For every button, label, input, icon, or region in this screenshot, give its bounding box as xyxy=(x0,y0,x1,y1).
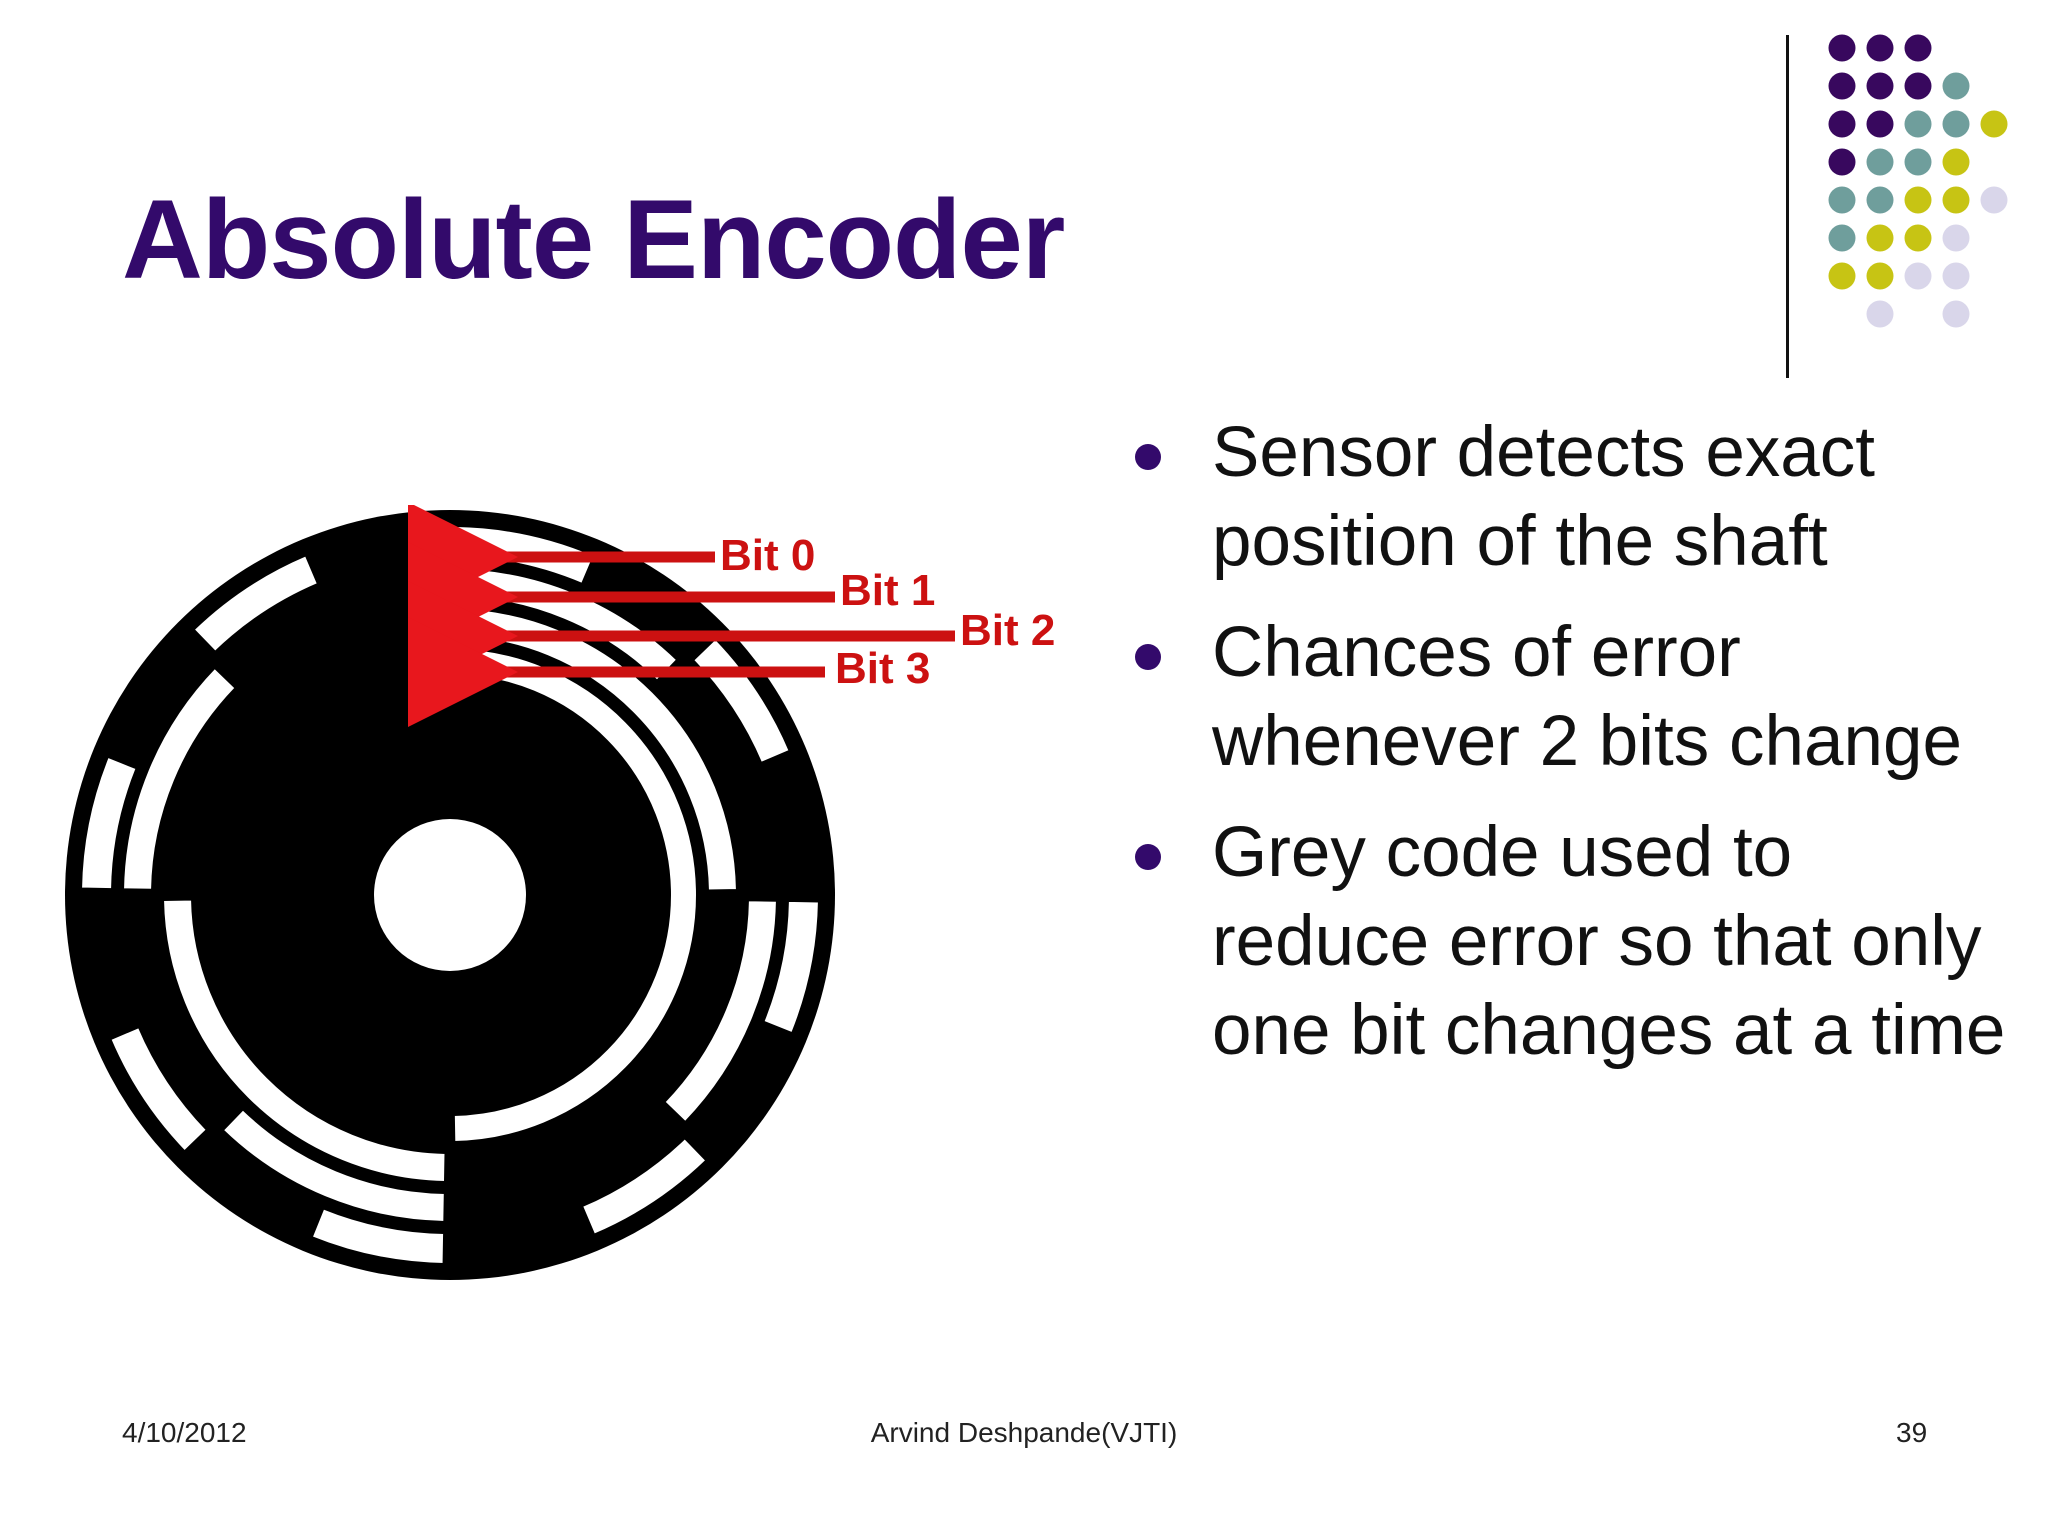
decorative-dot xyxy=(1904,186,1932,214)
decorative-dot xyxy=(1980,110,2008,138)
decorative-dot xyxy=(1828,186,1856,214)
encoder-track-segment xyxy=(452,647,698,1143)
decorative-dot xyxy=(1866,72,1894,100)
decorative-divider xyxy=(1786,35,1789,378)
bullet-dot-icon xyxy=(1135,844,1161,870)
decorative-dot xyxy=(1942,262,1970,290)
bullet-item: Grey code used to reduce error so that o… xyxy=(1130,808,2010,1075)
decorative-dot xyxy=(1828,34,1856,62)
footer-author: Arvind Deshpande(VJTI) xyxy=(870,1417,1178,1448)
bullet-dot-icon xyxy=(1135,444,1161,470)
encoder-track-segment xyxy=(221,1107,446,1223)
encoder-track-segment xyxy=(122,666,238,891)
bit-label: Bit 2 xyxy=(960,606,1055,655)
bullet-list: Sensor detects exact position of the sha… xyxy=(1130,408,2010,1097)
encoder-track-segment xyxy=(580,1136,708,1236)
decorative-dot xyxy=(1866,110,1894,138)
decorative-dot xyxy=(1904,72,1932,100)
bullet-dot-icon xyxy=(1135,644,1161,670)
decorative-dot xyxy=(1904,34,1932,62)
bullet-text: Grey code used to reduce error so that o… xyxy=(1212,813,2006,1070)
decorative-dot xyxy=(1866,34,1894,62)
decorative-dot xyxy=(1904,224,1932,252)
decorative-dot xyxy=(1904,110,1932,138)
decorative-dot xyxy=(1866,224,1894,252)
footer-date: 4/10/2012 xyxy=(122,1417,247,1448)
bit-label: Bit 3 xyxy=(835,644,930,693)
decorative-dot xyxy=(1942,148,1970,176)
encoder-track-segment xyxy=(80,755,138,891)
decorative-dot xyxy=(1828,148,1856,176)
encoder-track-segment xyxy=(192,554,320,654)
footer-page-number: 39 xyxy=(1896,1417,1928,1448)
decorative-dot xyxy=(1828,224,1856,252)
encoder-disc-diagram: Bit 0 Bit 1 Bit 2 Bit 3 xyxy=(65,505,1055,1280)
encoder-track-segment xyxy=(310,1207,446,1265)
bit-label: Bit 1 xyxy=(840,566,935,615)
encoder-track-segment xyxy=(162,898,447,1183)
bullet-item: Chances of error whenever 2 bits change xyxy=(1130,608,2010,786)
encoder-hub xyxy=(374,819,526,971)
decorative-dot xyxy=(1866,148,1894,176)
decorative-dot xyxy=(1866,186,1894,214)
decorative-dot xyxy=(1942,224,1970,252)
decorative-dot xyxy=(1866,262,1894,290)
bit-label: Bit 0 xyxy=(720,531,815,580)
decorative-dot xyxy=(1904,148,1932,176)
encoder-track-segment xyxy=(109,1025,209,1153)
decorative-dot xyxy=(1904,262,1932,290)
decorative-dot xyxy=(1828,262,1856,290)
decorative-dot xyxy=(1942,72,1970,100)
decorative-dot xyxy=(1828,110,1856,138)
decorative-dot xyxy=(1942,186,1970,214)
decorative-dot xyxy=(1980,186,2008,214)
bullet-text: Chances of error whenever 2 bits change xyxy=(1212,613,1962,781)
decorative-dot xyxy=(1942,300,1970,328)
bullet-text: Sensor detects exact position of the sha… xyxy=(1212,413,1876,581)
decorative-dot xyxy=(1866,300,1894,328)
bullet-item: Sensor detects exact position of the sha… xyxy=(1130,408,2010,586)
slide-title: Absolute Encoder xyxy=(122,177,1065,302)
encoder-track-segment xyxy=(662,899,778,1124)
encoder-track-segment xyxy=(762,899,820,1035)
decorative-dot xyxy=(1828,72,1856,100)
decorative-dot-grid xyxy=(1828,34,2008,328)
decorative-dot xyxy=(1942,110,1970,138)
